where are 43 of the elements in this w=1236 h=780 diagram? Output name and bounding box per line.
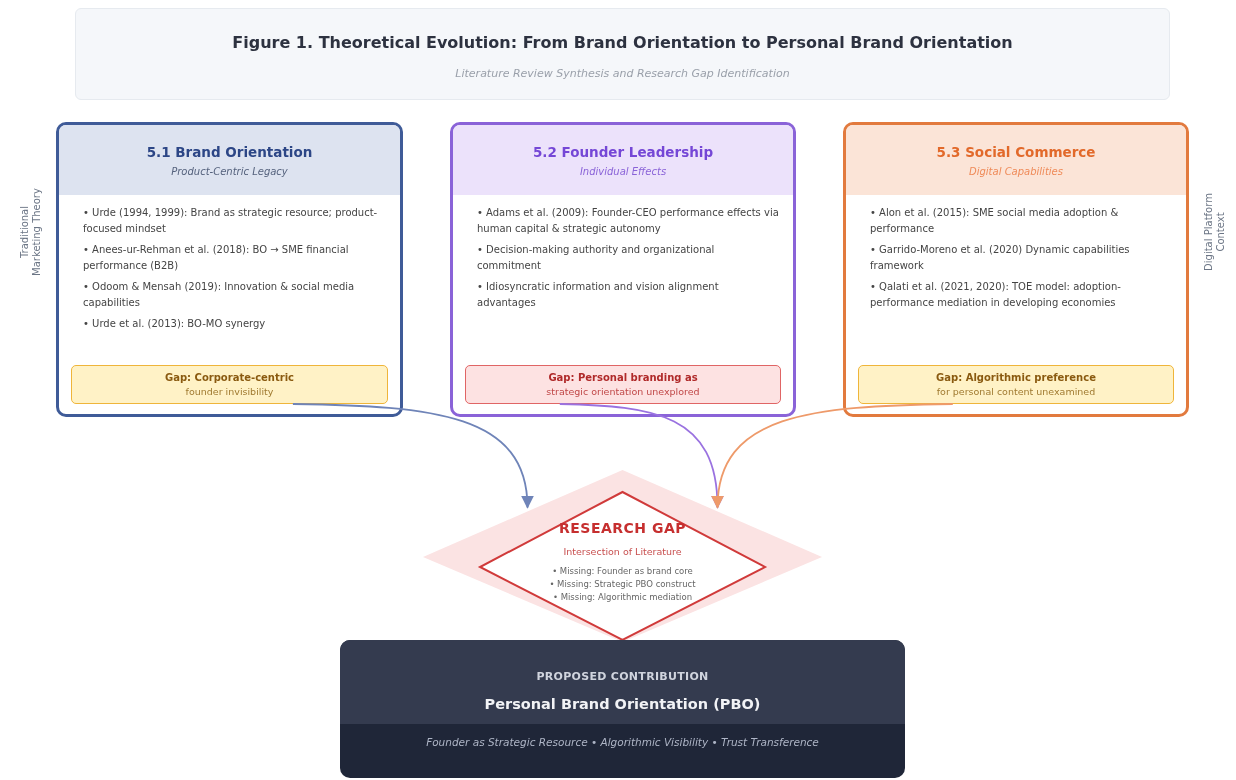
literature-card (843, 122, 1189, 417)
contribution-themes: Founder as Strategic Resource • Algorithmic Visibility • Trust Transference (425, 736, 820, 748)
gap-title: Gap: Corporate-centric (164, 372, 295, 383)
card-subtitle: Individual Effects (579, 165, 667, 177)
gap-heading: RESEARCH GAP (558, 520, 687, 536)
bullet-text: • Urde et al. (2013): BO-MO synergy (83, 317, 267, 331)
subtitle: Literature Review Synthesis and Research Gap Identification (454, 67, 791, 80)
missing-item: • Missing: Strategic PBO construct (549, 578, 696, 591)
missing-item: • Missing: Founder as brand core (552, 565, 693, 578)
gap-text: founder invisibility (185, 386, 274, 397)
figure-title: Figure 1. Theoretical Evolution: From Brand Orientation to Personal Brand Orientation (231, 33, 1014, 52)
literature-card (450, 122, 796, 417)
bullet-text: • Adams et al. (2009): Founder-CEO performance effects via human capital & strategic autonomy (477, 206, 779, 236)
arrow (292, 403, 533, 509)
gap-box (858, 365, 1174, 404)
bullet-text: • Alon et al. (2015): SME social media adoption & performance (870, 206, 1120, 236)
gap-box (71, 365, 388, 404)
literature-card (56, 122, 403, 417)
bullet-text: • Odoom & Mensah (2019): Innovation & social media capabilities (83, 280, 356, 310)
gap-box (465, 365, 781, 404)
arrow (712, 403, 954, 509)
contribution-title: Personal Brand Orientation (PBO) (483, 696, 762, 712)
gap-text: for personal content unexamined (936, 386, 1096, 397)
card-subtitle: Product-Centric Legacy (171, 165, 288, 177)
gap-title: Gap: Algorithmic preference (936, 372, 1096, 383)
gap-title: Gap: Personal branding as (548, 372, 698, 383)
contribution-panel (340, 640, 905, 778)
bullet-text: • Idiosyncratic information and vision alignment advantages (477, 280, 720, 310)
gap-subtitle: Intersection of Literature (563, 546, 682, 557)
card-title: 5.3 Social Commerce (936, 143, 1096, 160)
bullet-text: • Anees-ur-Rehman et al. (2018): BO → SME financial performance (B2B) (83, 243, 350, 273)
bullet-text: • Urde (1994, 1999): Brand as strategic resource; product-focused mindset (83, 206, 379, 236)
card-title: 5.1 Brand Orientation (146, 143, 313, 160)
bullet-text: • Qalati et al. (2021, 2020): TOE model: adoption-performance mediation in developing economies (870, 280, 1122, 310)
bullet-text: • Garrido-Moreno et al. (2020) Dynamic capabilities framework (870, 243, 1131, 273)
gap-text: strategic orientation unexplored (546, 386, 700, 397)
side-label: Digital Platform Context (1203, 192, 1227, 273)
missing-item: • Missing: Algorithmic mediation (552, 591, 693, 604)
card-title: 5.2 Founder Leadership (532, 143, 714, 160)
card-subtitle: Digital Capabilities (969, 165, 1063, 177)
side-label: Traditional Marketing Theory (19, 187, 43, 277)
contribution-label: PROPOSED CONTRIBUTION (535, 670, 710, 683)
bullet-text: • Decision-making authority and organizational commitment (477, 243, 716, 273)
